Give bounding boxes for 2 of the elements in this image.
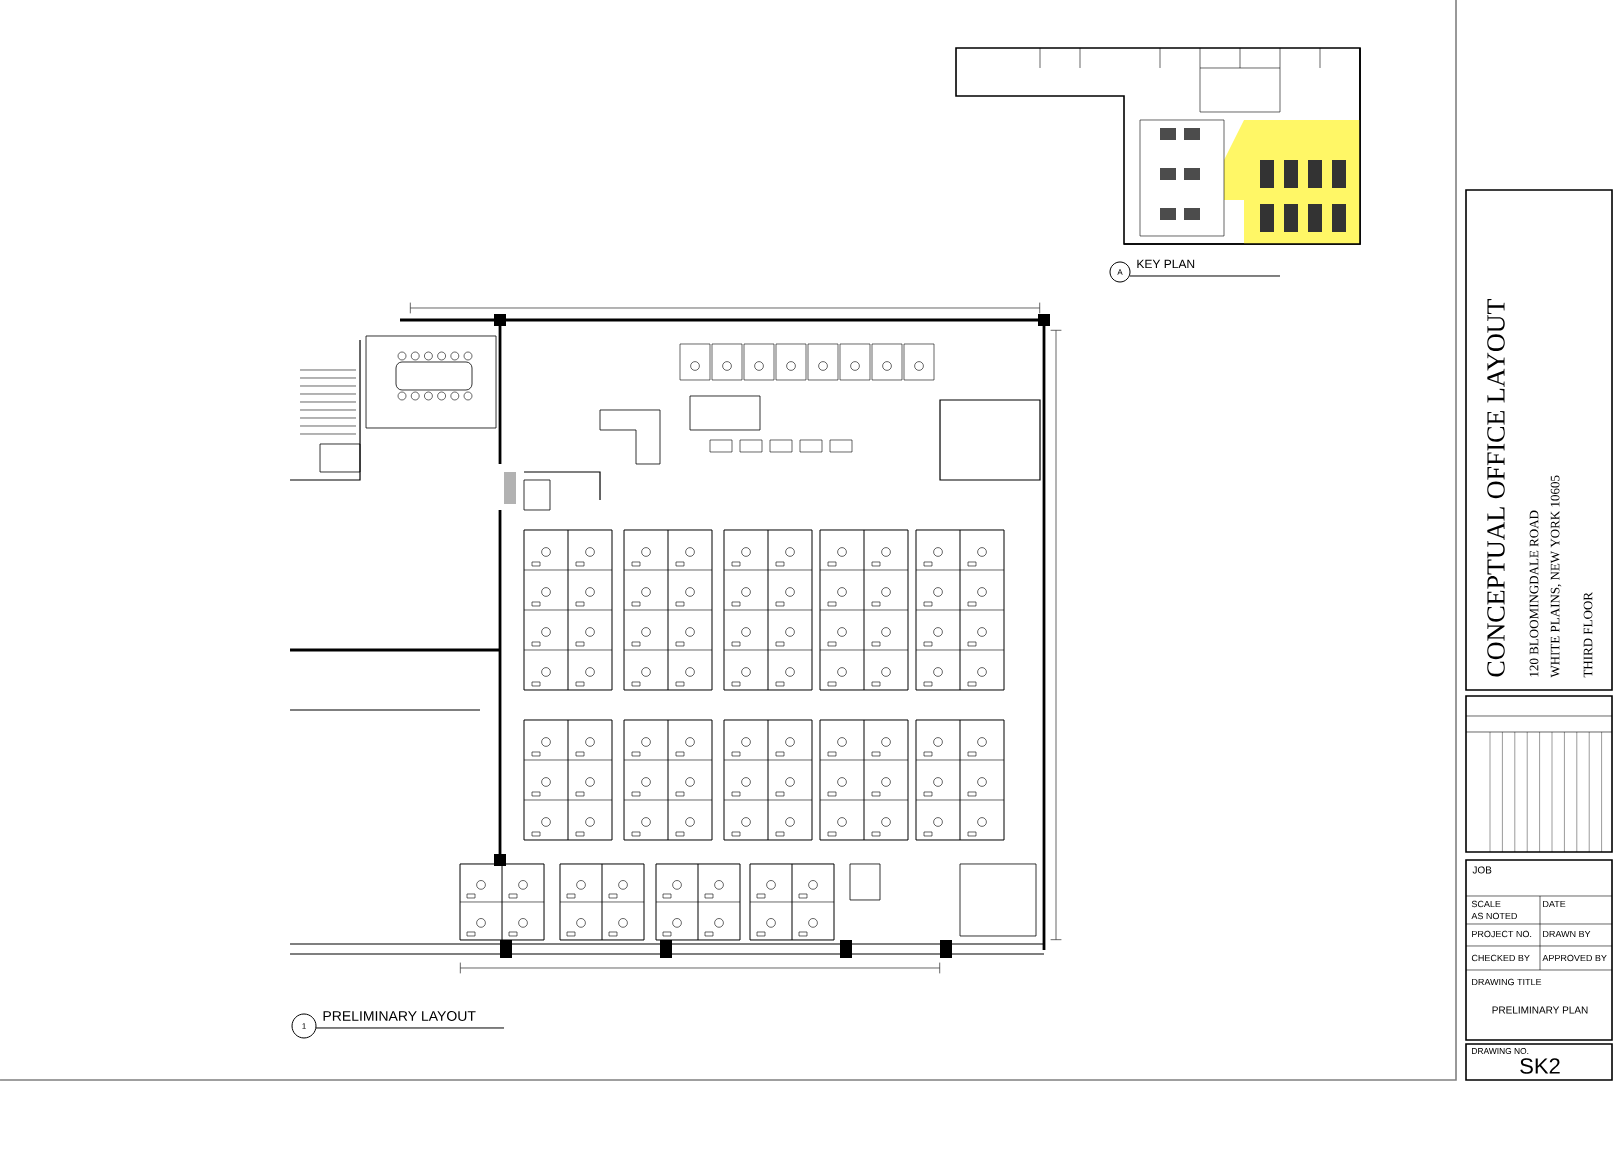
drawing-heading: CONCEPTUAL OFFICE LAYOUT: [1487, 299, 1505, 677]
sheet-number: SK2: [1520, 1058, 1560, 1074]
